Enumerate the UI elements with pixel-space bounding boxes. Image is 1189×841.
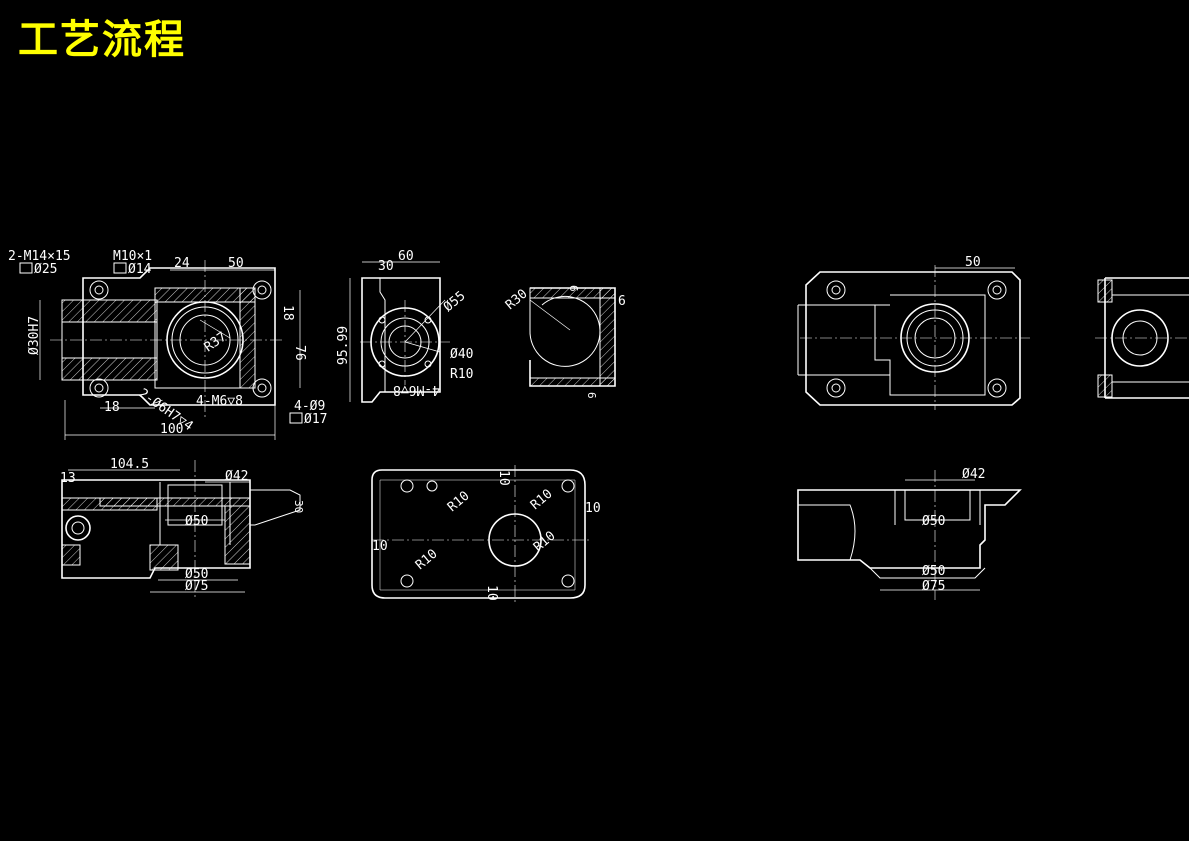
dimension-label: Ø42: [225, 469, 248, 484]
dimension-label: M10×1: [113, 249, 152, 264]
dimension-label: Ø50: [922, 514, 945, 529]
dimension-label: 4-M6▽8: [393, 382, 440, 397]
dimension-label: R10: [413, 546, 441, 573]
dimension-label: 6: [585, 392, 598, 399]
view-front-section: [61, 460, 301, 600]
dimension-label: 4-Ø9: [294, 399, 325, 414]
dimension-label: 50: [228, 256, 244, 271]
dimension-label: 30: [378, 259, 394, 274]
view-bottom-plate: [371, 465, 590, 605]
dimension-label: Ø75: [922, 579, 945, 594]
drawing-title: 工艺流程: [18, 17, 186, 63]
dimension-label: 10: [585, 501, 601, 516]
view-top-left-labels: 2-M14×15 Ø25 M10×1 Ø14 24 50 18 76 R37 Ø…: [8, 249, 327, 437]
view-section: [529, 287, 616, 387]
dimension-label: Ø14: [128, 262, 152, 277]
dimension-label: 104.5: [110, 457, 149, 472]
dimension-label: Ø30H7: [27, 316, 42, 355]
view-right-front-section: [797, 470, 1022, 600]
dimension-label: Ø50: [922, 564, 945, 579]
dimension-label: 2-M14×15: [8, 249, 71, 264]
dimension-label: 100: [160, 422, 183, 437]
dimension-label: R10: [450, 367, 473, 382]
dimension-label: R10: [531, 528, 559, 555]
dim-top-right-50: 50: [965, 255, 981, 270]
dimension-label: Ø40: [450, 347, 473, 362]
dimension-label: 10: [496, 470, 511, 486]
dimension-label: 30: [292, 500, 305, 513]
dimension-label: Ø75: [185, 579, 208, 594]
view-bottom-plate-labels: 10 R10 R10 R10 R10 10 10 10: [372, 470, 601, 601]
dimension-label: 10: [484, 585, 499, 601]
dimension-label: Ø55: [441, 288, 469, 315]
dimension-label: 76: [292, 345, 307, 361]
dimension-label: Ø17: [304, 412, 327, 427]
dimension-label: R37: [202, 330, 230, 356]
dimension-label: R10: [528, 486, 556, 513]
dimension-label: Ø50: [185, 514, 208, 529]
view-top-left-plan: [39, 260, 301, 440]
dimension-label: Ø50: [185, 567, 208, 582]
dimension-label: 10: [372, 539, 388, 554]
dimension-label: R30: [503, 286, 531, 313]
view-top-right-plan: 50: [797, 255, 1030, 410]
dimension-label: R10: [445, 488, 473, 515]
view-front-section-labels: 104.5 13 Ø42 Ø50 Ø50 Ø75 30: [60, 457, 305, 594]
dimension-label: 13: [60, 471, 76, 486]
dimension-label: 95.99: [336, 326, 351, 365]
view-right-section: [1095, 277, 1189, 399]
dimension-label: Ø42: [962, 467, 985, 482]
dimension-label: 4-M6▽8: [196, 394, 243, 409]
view-side-labels: 30 60 95.99 Ø55 Ø40 R10 4-M6▽8: [336, 249, 473, 397]
view-right-front-section-labels: Ø42 Ø50 Ø50 Ø75: [922, 467, 985, 594]
dimension-label: 18: [104, 400, 120, 415]
dimension-label: 6: [567, 285, 580, 292]
dimension-label: Ø25: [34, 262, 57, 277]
dimension-label: 60: [398, 249, 414, 264]
dimension-label: 6: [618, 294, 626, 309]
dimension-label: 24: [174, 256, 190, 271]
dimension-label: 18: [280, 305, 295, 321]
view-side: [349, 261, 450, 403]
